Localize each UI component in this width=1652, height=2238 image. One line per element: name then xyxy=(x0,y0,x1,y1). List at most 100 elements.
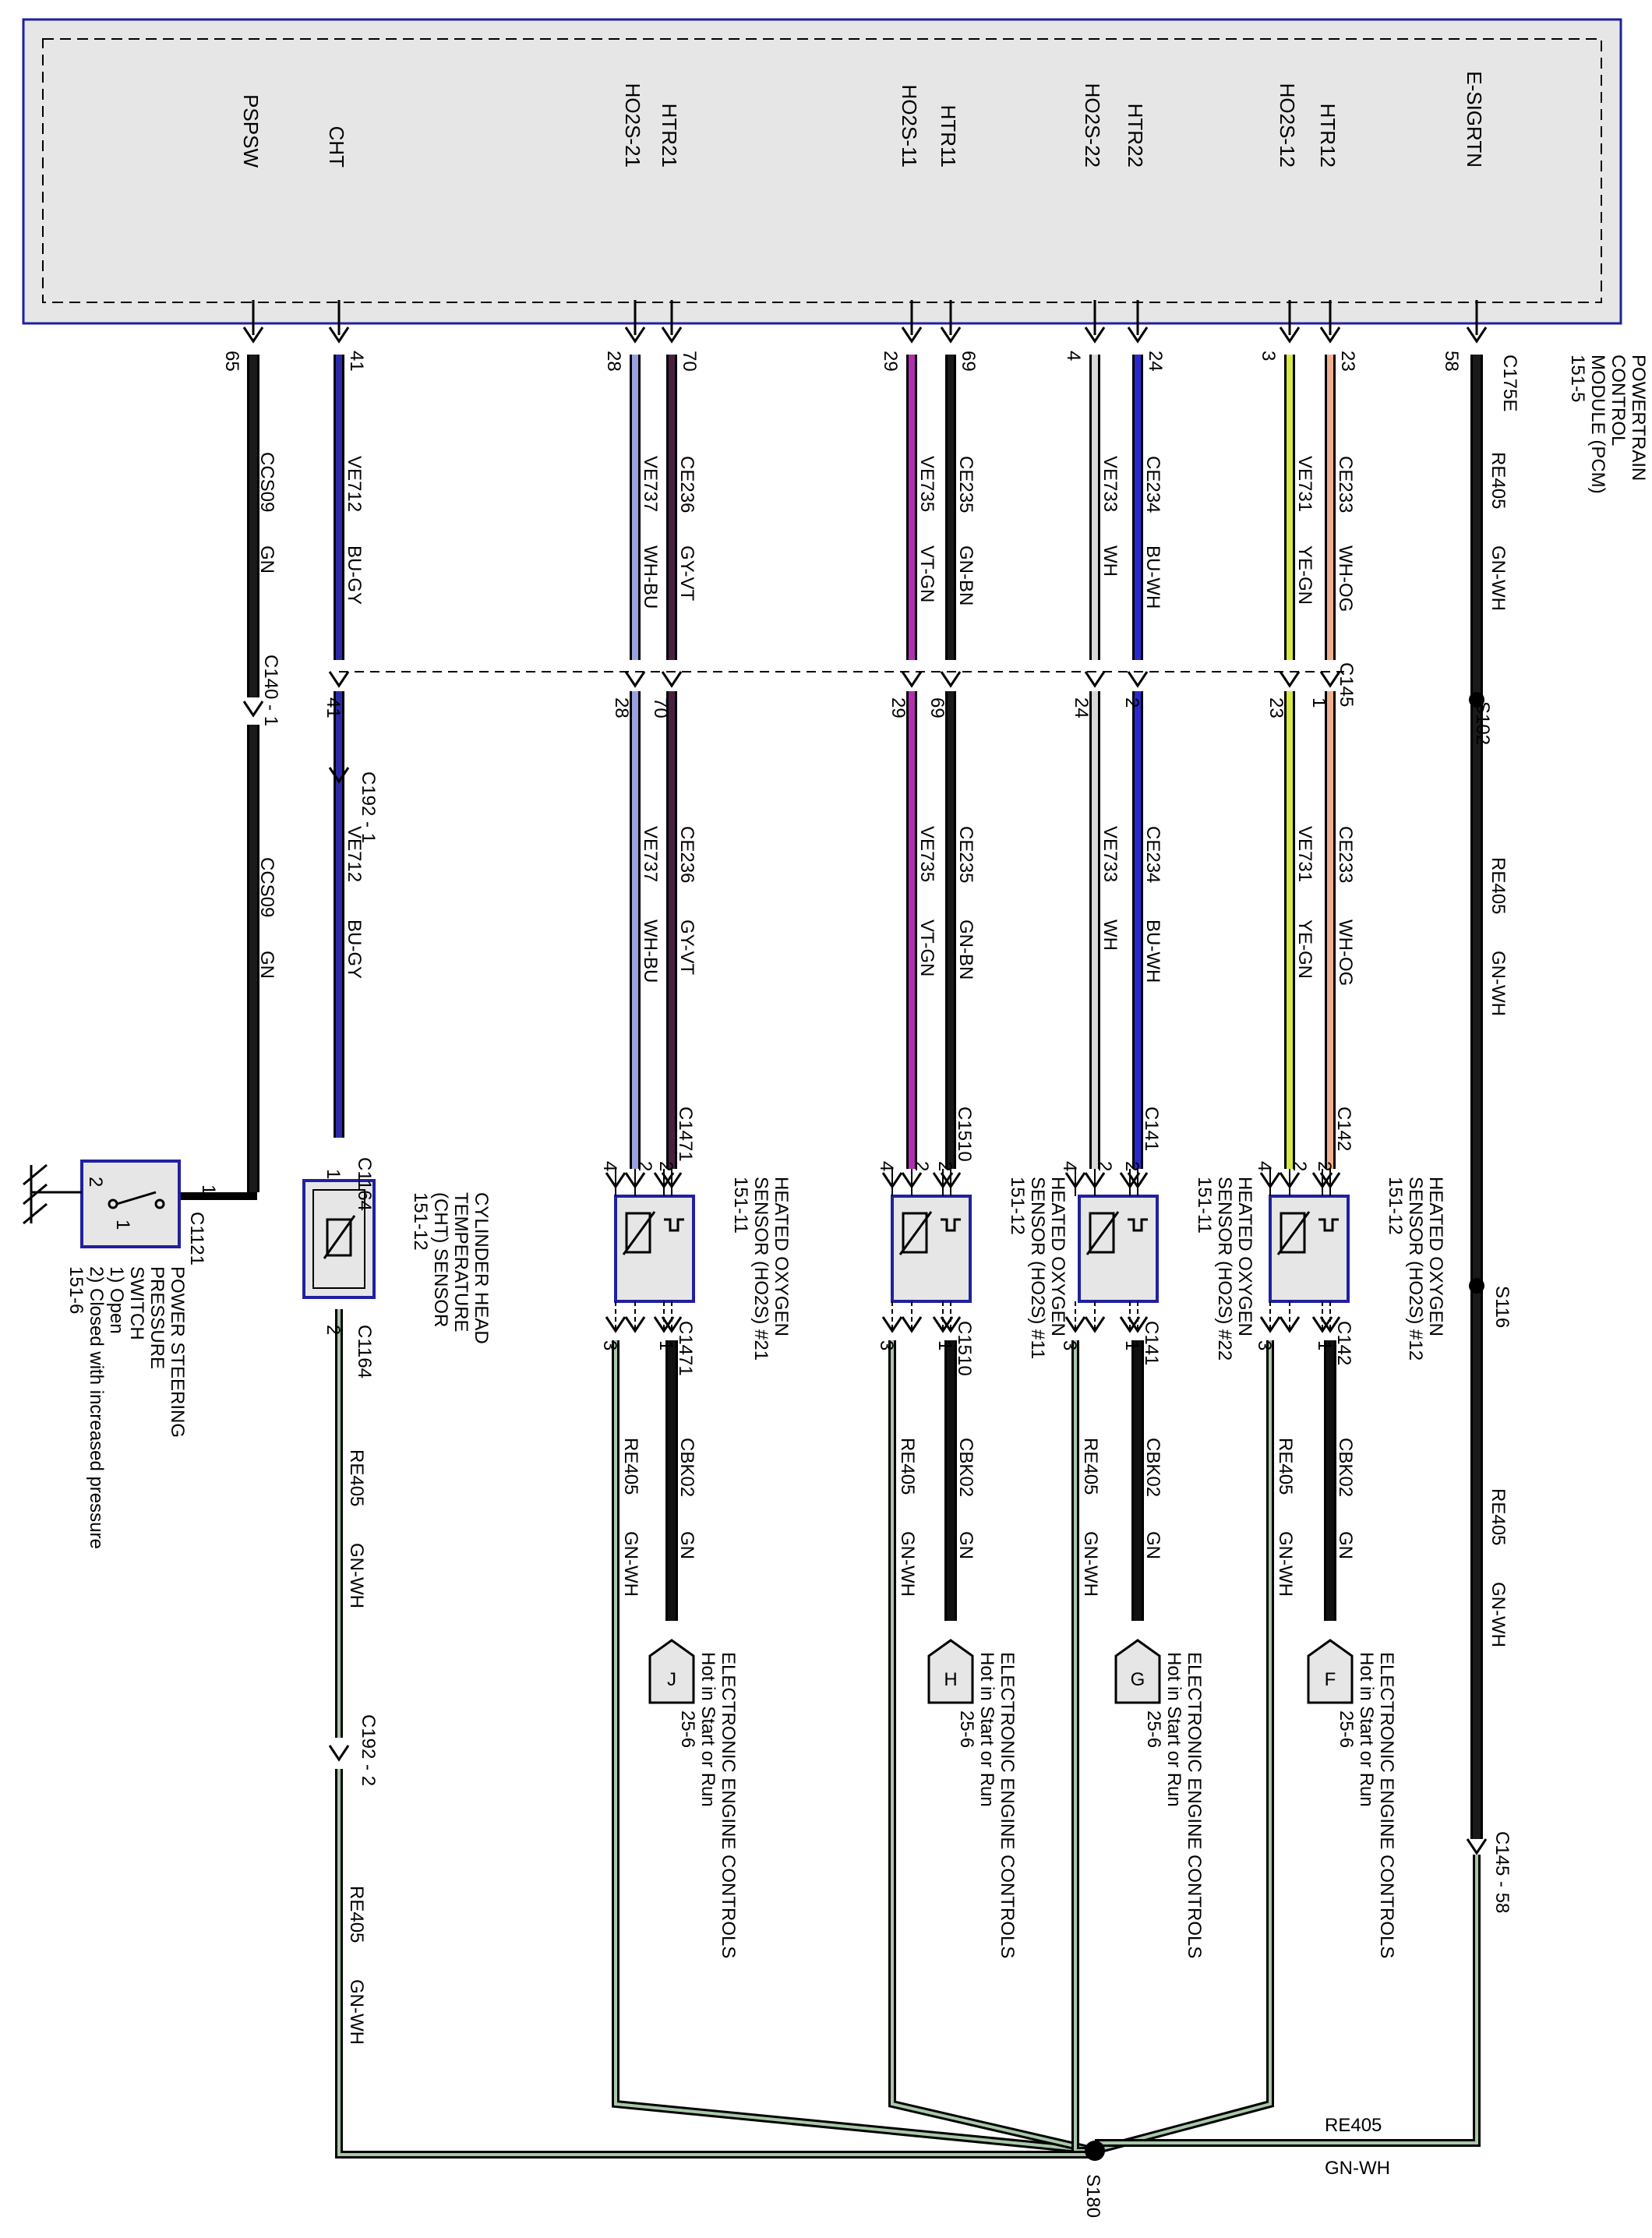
sensor-label-line: 2) Closed with increased pressure xyxy=(86,1266,107,1549)
connector-pin-number: 41 xyxy=(323,697,344,718)
pcm-pin-number: 24 xyxy=(1145,351,1166,372)
pcm-pin-name: HO2S-11 xyxy=(898,85,921,168)
sensor-pin-number: 2 xyxy=(655,1161,676,1171)
sensor-pin-number: 2 xyxy=(323,1325,344,1335)
connector-chevron xyxy=(1119,1316,1141,1333)
connector-pin-number: 29 xyxy=(888,697,909,718)
connector-chevron xyxy=(624,1316,646,1333)
engine-controls-tag xyxy=(1114,1639,1161,1704)
wire-color-label: BU-WH xyxy=(1142,545,1163,609)
pcm-pin-number: 3 xyxy=(1258,351,1279,361)
wire-color-label: GN-BN xyxy=(955,920,976,980)
connector-label: C142 xyxy=(1333,1321,1354,1365)
sensor-label-line: POWER STEERING xyxy=(167,1266,188,1438)
pcm-pin-number: 4 xyxy=(1063,351,1084,361)
sensor-pin-number: 1 xyxy=(1121,1340,1142,1350)
connector-label: C141 xyxy=(1141,1321,1162,1365)
sensor-pin-number: 2 xyxy=(634,1161,655,1171)
connector-chevron xyxy=(1127,1316,1149,1333)
pcm-label-line: CONTROL xyxy=(1608,355,1629,446)
connector-chevron xyxy=(1279,671,1301,688)
splice-s180: S180 xyxy=(1082,2174,1103,2218)
engine-controls-ref: 25-6 xyxy=(1336,1710,1357,1748)
connector-chevron xyxy=(328,1745,350,1762)
wire-color-label: GN xyxy=(256,545,277,574)
pcm-pin-number: 69 xyxy=(958,351,979,372)
pcm-label-line: MODULE (PCM) xyxy=(1587,355,1608,494)
engine-controls-tag xyxy=(1307,1639,1354,1704)
connector-chevron xyxy=(1319,1172,1341,1189)
wire-circuit-label: RE405 xyxy=(1488,1488,1509,1545)
wire-color-label: GN-WH xyxy=(620,1531,641,1597)
engine-controls-ref: 25-6 xyxy=(956,1710,977,1748)
pcm-pin-chevron xyxy=(1319,327,1341,344)
wire-circuit-label: CCS09 xyxy=(256,452,277,512)
connector-c145-58: C145 - 58 xyxy=(1491,1831,1513,1913)
esigrtn-return-core xyxy=(1095,1855,1478,2144)
wire-color-label: BU-WH xyxy=(1142,920,1163,983)
wire-circuit-label: RE405 xyxy=(897,1438,918,1495)
connector-c192-2: C192 - 2 xyxy=(358,1714,379,1786)
sensor-pin-number: 1 xyxy=(1314,1340,1335,1350)
engine-controls-sub: Hot in Start or Run xyxy=(1356,1652,1377,1807)
wire-color-label: GN xyxy=(1142,1531,1163,1559)
connector-chevron xyxy=(1084,1172,1106,1189)
wire-color-label: WH xyxy=(1100,920,1121,951)
connector-chevron xyxy=(328,671,350,688)
wire-circuit-label: VE733 xyxy=(1100,456,1121,512)
wire-color-label: WH-OG xyxy=(1335,545,1356,612)
sensor-label-line: 151-11 xyxy=(1194,1177,1215,1234)
connector-c1164: C1164 xyxy=(354,1157,375,1211)
connector-chevron xyxy=(1319,671,1341,688)
wire-color-label: GN-WH xyxy=(346,1543,367,1608)
connector-pin-number: 69 xyxy=(927,697,948,718)
sensor-pin-number: 1 xyxy=(934,1340,955,1350)
sensor-pin-number: 2 xyxy=(85,1177,106,1187)
connector-chevron xyxy=(653,1172,675,1189)
connector-chevron xyxy=(1084,1316,1106,1333)
connector-chevron xyxy=(1084,671,1106,688)
wire-circuit-label: CE234 xyxy=(1142,456,1163,513)
switch-icon xyxy=(116,1191,157,1205)
ps-wire xyxy=(179,1192,257,1200)
connector-label: C1471 xyxy=(675,1321,696,1376)
connector-pin-number: 24 xyxy=(1071,697,1092,718)
pcm-pin-name: HTR11 xyxy=(937,105,960,168)
esigrtn-return xyxy=(1095,1855,1481,2147)
wire-circuit-label: VE737 xyxy=(640,826,661,882)
engine-controls-tag xyxy=(648,1639,695,1704)
wire-circuit-label: RE405 xyxy=(1275,1438,1296,1495)
return-wire-core xyxy=(891,1621,1096,2152)
sensor-pin-number: 3 xyxy=(1059,1340,1080,1350)
pcm-label-line: 151-5 xyxy=(1567,355,1588,402)
pcm-pin-chevron xyxy=(1466,327,1488,344)
wire-circuit-label: CE235 xyxy=(955,826,976,883)
wire-circuit-label: RE405 xyxy=(1488,452,1509,509)
switch-icon xyxy=(154,1198,165,1209)
sensor-label-line: 151-12 xyxy=(1007,1177,1028,1235)
sensor-pin-number: 3 xyxy=(876,1340,897,1350)
pcm-label: POWERTRAIN CONTROL MODULE (PCM) 151-5 xyxy=(1567,355,1649,494)
wire-color-label: GN-WH xyxy=(1080,1531,1101,1597)
pcm-pin-chevron xyxy=(1084,327,1106,344)
pcm-pin-chevron xyxy=(1127,327,1149,344)
wire-color-label: VT-GN xyxy=(916,920,937,976)
switch-icon xyxy=(108,1198,118,1209)
connector-pin-number: 23 xyxy=(1265,697,1287,718)
splice-dot-s180 xyxy=(1085,2141,1105,2161)
pcm-pin-chevron xyxy=(624,327,646,344)
sensor-label-line: TEMPERATURE xyxy=(450,1192,471,1333)
pcm-pins-layer: PSPSW65CHT41HO2S-2128HTR2170HO2S-1129HTR… xyxy=(221,71,1488,372)
pcm-pin-number: 41 xyxy=(346,351,367,372)
connector-label: C1510 xyxy=(954,1107,975,1162)
pcm-pin-number: 28 xyxy=(603,351,624,372)
sensor-label-line: CYLINDER HEAD xyxy=(471,1192,492,1344)
connector-chevron xyxy=(1119,1172,1141,1189)
thermistor-icon xyxy=(625,1212,651,1254)
pcm-pin-number: 58 xyxy=(1441,351,1462,372)
pcm-pin-name: CHT xyxy=(325,126,348,168)
wire-circuit-label: CBK02 xyxy=(1335,1438,1356,1497)
wire-color-label: BU-GY xyxy=(344,545,365,605)
connector-chevron xyxy=(932,1316,954,1333)
connector-chevron xyxy=(1311,1316,1333,1333)
